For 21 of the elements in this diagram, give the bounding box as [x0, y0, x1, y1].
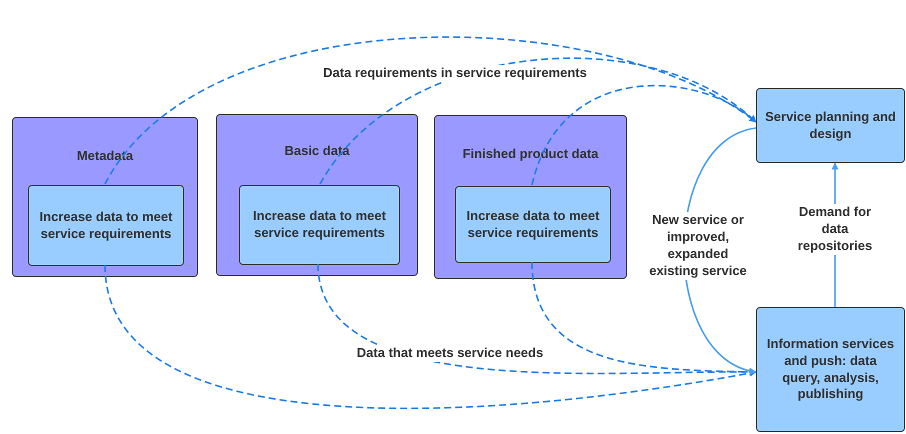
arrow [531, 84, 756, 186]
group-box [434, 115, 627, 279]
process-box [455, 186, 611, 263]
arrow [531, 262, 757, 377]
group-box [216, 114, 418, 276]
process-box [756, 307, 905, 432]
group-box [12, 117, 198, 277]
group-title: Basic data [283, 143, 351, 160]
box-text: Increase data to meet service requirements [252, 208, 387, 242]
group-title: Metadata [76, 148, 134, 165]
box-text: Increase data to meet service requirements [466, 208, 600, 242]
box-text: Increase data to meet service requirements [38, 208, 174, 242]
arrow [104, 264, 757, 410]
arrow [104, 36, 756, 184]
process-box [239, 185, 400, 265]
process-box [28, 185, 184, 266]
box-text: Service planning and design [764, 108, 897, 142]
arrow [319, 58, 756, 184]
process-box [756, 88, 905, 163]
group-title: Finished product data [462, 146, 600, 163]
box-text: Information services and push: data query, analysis, publishing [766, 336, 896, 404]
